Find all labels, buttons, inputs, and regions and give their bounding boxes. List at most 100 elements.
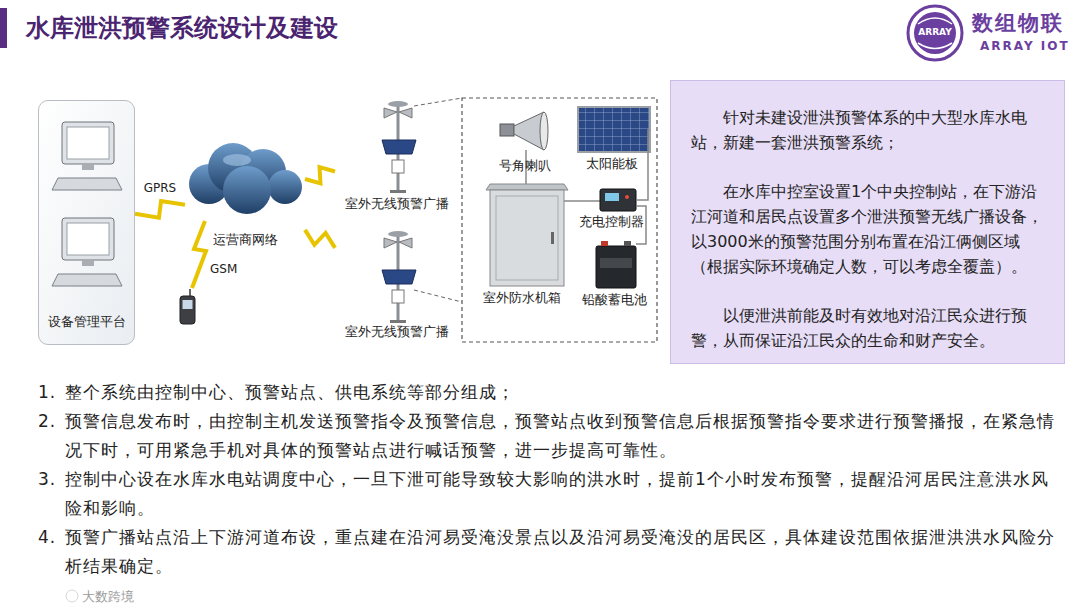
horn-speaker xyxy=(500,112,548,150)
node-label: 室外无线预警广播 xyxy=(345,324,449,340)
mobile-phone-part xyxy=(189,289,191,296)
component-label-box: 铅酸蓄电池 xyxy=(572,234,656,310)
waterproof-cabinet-part xyxy=(496,196,558,280)
node-label: 号角喇叭 xyxy=(499,158,551,174)
lead-acid-battery xyxy=(596,241,636,288)
gsm-bolt xyxy=(192,221,206,288)
node-label: 铅酸蓄电池 xyxy=(582,292,647,308)
detail-frame xyxy=(414,98,657,342)
broadcast-pole-part xyxy=(382,140,416,154)
logo-text: 数组物联 xyxy=(972,9,1064,37)
lead-acid-battery-part xyxy=(596,246,636,288)
broadcast-pole xyxy=(382,101,416,193)
mobile-phone-part xyxy=(180,296,195,324)
watermark-icon xyxy=(66,590,78,602)
computer-icons-part xyxy=(82,260,94,266)
broadcast-pole-part xyxy=(384,238,397,248)
node-label: 充电控制器 xyxy=(579,214,644,230)
broadcast-pole-part xyxy=(388,101,408,107)
logo-emblem-part xyxy=(918,43,952,49)
component-label-box: 充电控制器 xyxy=(568,184,654,232)
computer-icons-part xyxy=(67,223,109,255)
waterproof-cabinet-part xyxy=(564,200,600,202)
detail-frame-part xyxy=(462,98,657,342)
waterproof-cabinet-part xyxy=(490,190,564,286)
component-label-box: 号角喇叭 xyxy=(488,106,562,176)
logo-emblem xyxy=(908,6,962,60)
charge-controller-part xyxy=(605,193,619,201)
node-label: 室外防水机箱 xyxy=(483,290,561,306)
edge-label: GPRS xyxy=(142,181,179,195)
signal-label: GSM xyxy=(210,262,237,276)
detail-frame-part xyxy=(414,290,462,302)
logo-emblem-part xyxy=(918,18,952,24)
lead-acid-battery-part xyxy=(600,258,632,268)
solar-panel xyxy=(578,107,650,152)
cloud-icon-part xyxy=(223,154,251,166)
watermark-icon-part xyxy=(66,590,78,602)
broadcast-pole-part xyxy=(392,290,404,303)
broadcast-pole-part xyxy=(390,190,406,193)
computer-icons-part xyxy=(52,178,122,190)
list-item: 预警广播站点沿上下游河道布设，重点建在沿河易受淹没景点以及沿河易受淹没的居民区，… xyxy=(65,523,1060,581)
node-label: 运营商网络 xyxy=(213,232,278,248)
computer-icons-part xyxy=(67,127,109,159)
logo-text: ARRAY IOT xyxy=(980,39,1070,53)
broadcast-pole-part xyxy=(392,160,404,173)
platform-box: 设备管理平台 xyxy=(38,100,135,345)
cloud-icon xyxy=(189,143,302,214)
list-item: 整个系统由控制中心、预警站点、供电系统等部分组成； xyxy=(65,378,1060,407)
waterproof-cabinet-part xyxy=(551,232,554,244)
list-item: 控制中心设在水库水电站调度中心，一旦下泄可能导致较大影响的洪水时，提前1个小时发… xyxy=(65,465,1060,523)
gsm-bolt-part xyxy=(192,221,206,288)
computer-icons-part xyxy=(38,100,135,345)
wireless-link xyxy=(135,201,185,218)
mobile-phone xyxy=(180,289,195,324)
list-number: 4. xyxy=(38,523,56,552)
broadcast-pole-part xyxy=(399,238,412,248)
charge-controller-part xyxy=(625,195,629,199)
logo-emblem-text: ARRAY xyxy=(913,27,957,37)
node-label: 室外无线预警广播 xyxy=(345,196,449,212)
broadcast-pole-part xyxy=(384,108,397,118)
watermark: 大数跨境 xyxy=(82,588,134,606)
wireless-link xyxy=(305,167,335,183)
detail-frame-part xyxy=(414,98,462,106)
charge-controller-part xyxy=(636,130,650,200)
cloud-icon-part xyxy=(268,170,302,204)
node-label: 设备管理平台 xyxy=(48,314,126,330)
lead-acid-battery-part xyxy=(624,241,631,246)
component-label-box: 太阳能板 xyxy=(570,104,654,174)
horn-speaker-part xyxy=(540,112,548,150)
horn-speaker-part xyxy=(500,124,514,136)
computer-icons-part xyxy=(82,164,94,170)
computer-icons xyxy=(38,100,135,345)
waterproof-cabinet-part xyxy=(486,184,568,190)
list-number: 1. xyxy=(38,378,56,407)
node-label: 太阳能板 xyxy=(586,156,638,172)
panel-paragraph: 针对未建设泄洪预警体系的中大型水库水电站，新建一套泄洪预警系统； xyxy=(691,105,1044,155)
wireless-link xyxy=(305,230,335,248)
cloud-icon-part xyxy=(223,166,271,214)
list-number: 3. xyxy=(38,465,56,494)
broadcast-pole-part xyxy=(388,231,408,237)
network-cloud: 运营商网络 xyxy=(185,138,305,250)
lead-acid-battery-part xyxy=(601,241,608,246)
logo-emblem-part xyxy=(908,6,962,60)
component-label-box: 室外防水机箱 xyxy=(476,182,568,308)
broadcast-pole xyxy=(382,231,416,323)
panel-paragraph: 在水库中控室设置1个中央控制站，在下游沿江河道和居民点设置多个泄洪预警无线广播设… xyxy=(691,179,1044,279)
computer-icons-part xyxy=(62,218,114,260)
computer-icons-part xyxy=(62,122,114,164)
logo-emblem-part xyxy=(914,12,956,54)
charge-controller-part xyxy=(600,189,636,211)
page-title: 水库泄洪预警系统设计及建设 xyxy=(26,12,338,44)
broadcast-station: 室外无线预警广播 xyxy=(335,98,459,214)
info-panel: 针对未建设泄洪预警体系的中大型水库水电站，新建一套泄洪预警系统； 在水库中控室设置… xyxy=(670,80,1065,364)
list-number: 2. xyxy=(38,407,56,436)
header-bar xyxy=(0,8,7,48)
list-item: 预警信息发布时，由控制主机发送预警指令及预警信息，预警站点收到预警信息后根据预警… xyxy=(65,407,1060,465)
broadcast-pole-part xyxy=(382,270,416,284)
solar-panel-part xyxy=(578,107,650,152)
